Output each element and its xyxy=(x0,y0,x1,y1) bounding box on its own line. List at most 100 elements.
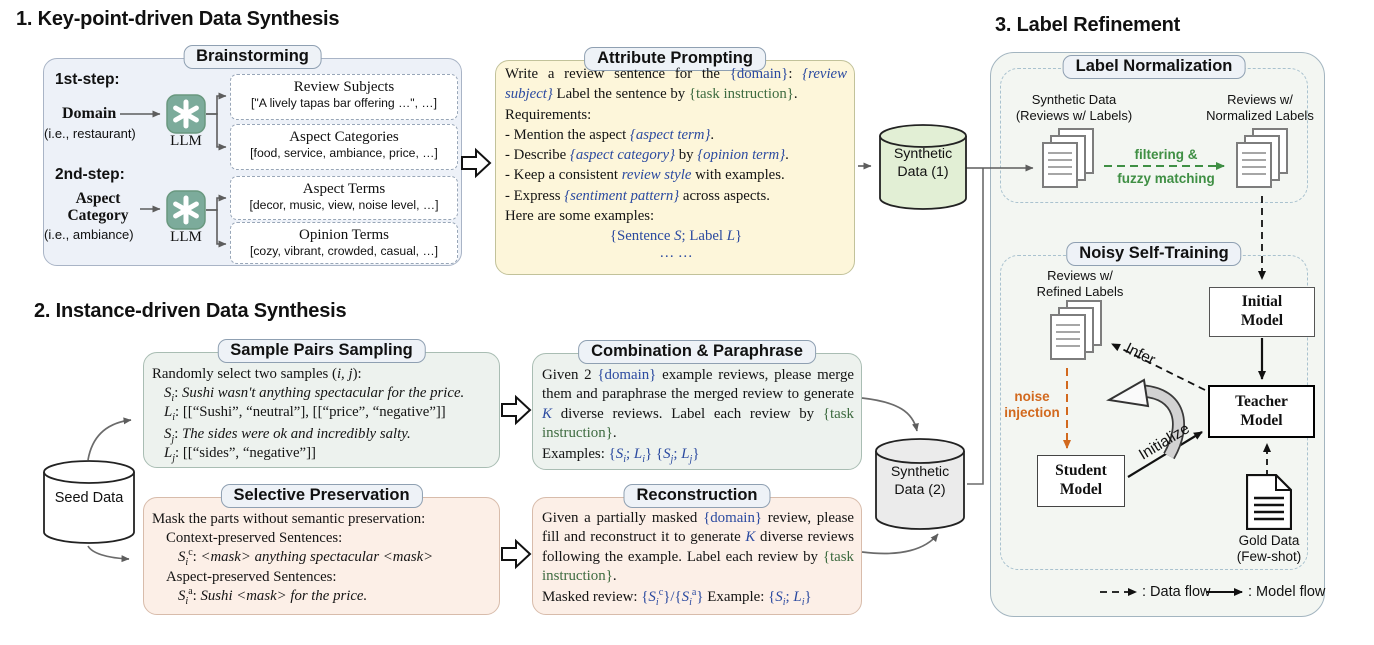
gold-data-document-icon xyxy=(1246,474,1292,530)
output-title: Aspect Terms xyxy=(302,181,386,197)
prompt-line: Sj: The sides were ok and incredibly sal… xyxy=(164,426,411,446)
seed-data-cylinder xyxy=(43,460,135,544)
reconstruction-badge: Reconstruction xyxy=(623,484,771,508)
output-title: Opinion Terms xyxy=(299,227,389,243)
attribute-prompting-badge: Attribute Prompting xyxy=(584,47,766,71)
section1-title: 1. Key-point-driven Data Synthesis xyxy=(16,8,340,30)
prompt-line: - Describe {aspect category} by {opinion… xyxy=(505,147,789,164)
prompt-line: Sic: <mask> anything spectacular <mask> xyxy=(178,547,434,569)
selective-preservation-text: Mask the parts without semantic preserva… xyxy=(152,510,496,606)
prompt-line: Randomly select two samples (i, j): xyxy=(152,366,362,382)
reconstruction-text: Given a partially masked {domain} review… xyxy=(542,509,854,607)
arrow-seed-to-sample xyxy=(87,417,132,461)
norm-right-caption: Reviews w/ Normalized Labels xyxy=(1206,92,1314,123)
prompt-line: Context-preserved Sentences: xyxy=(166,530,343,547)
prompt-line: Mask the parts without semantic preserva… xyxy=(152,511,426,527)
domain-example: (i.e., restaurant) xyxy=(44,126,136,141)
output-title: Review Subjects xyxy=(293,79,395,95)
label-normalization-badge: Label Normalization xyxy=(1062,55,1246,79)
aspect-categories-output: Aspect Categories [food, service, ambian… xyxy=(230,124,458,170)
output-list: ["A lively tapas bar offering …", …] xyxy=(251,96,437,110)
documents-stack-icon xyxy=(1050,300,1102,360)
sample-pairs-badge: Sample Pairs Sampling xyxy=(217,339,426,363)
sample-pairs-text: Randomly select two samples (i, j): Si: … xyxy=(152,365,496,465)
prompt-line: - Keep a consistent review style with ex… xyxy=(505,167,785,184)
prompt-line: Examples: {Si; Li} {Sj; Lj} xyxy=(542,445,700,465)
refined-docs-caption: Reviews w/ Refined Labels xyxy=(1036,268,1124,299)
synthetic-data1-label-2: Data (1) xyxy=(897,164,949,180)
prompt-line: Requirements: xyxy=(505,106,592,123)
prompt-line: Here are some examples: xyxy=(505,208,655,225)
openai-logo-glyph xyxy=(173,195,199,225)
output-list: [cozy, vibrant, crowded, casual, …] xyxy=(249,244,439,258)
legend-data-flow-label: : Data flow xyxy=(1142,584,1211,600)
opinion-terms-output: Opinion Terms [cozy, vibrant, crowded, c… xyxy=(230,222,458,264)
student-model-box: Student Model xyxy=(1037,455,1125,507)
gold-data-caption: Gold Data (Few-shot) xyxy=(1236,533,1302,565)
prompt-line: - Express {sentiment pattern} across asp… xyxy=(505,187,770,204)
step1-label: 1st-step: xyxy=(55,71,120,88)
documents-stack-icon xyxy=(1236,128,1288,188)
arrow-seed-to-selective xyxy=(87,545,130,563)
noisy-self-training-box: Noisy Self-Training xyxy=(1000,242,1308,570)
synthetic-data2-cylinder xyxy=(875,438,965,530)
output-list: [food, service, ambiance, price, …] xyxy=(250,146,438,160)
section3-title: 3. Label Refinement xyxy=(995,14,1181,36)
combination-paraphrase-badge: Combination & Paraphrase xyxy=(578,340,816,364)
prompt-line: Write a review sentence for the {domain}… xyxy=(505,66,847,103)
attribute-prompt-text: Write a review sentence for the {domain}… xyxy=(505,64,847,261)
teacher-model-box: Teacher Model xyxy=(1208,385,1315,438)
documents-stack-icon xyxy=(1042,128,1094,188)
prompt-line: Si: Sushi wasn't anything spectacular fo… xyxy=(164,384,465,404)
reconstruction-box: Reconstruction xyxy=(532,484,862,615)
seed-data-label: Seed Data xyxy=(54,490,124,506)
block-arrow-icon-2 xyxy=(501,394,532,426)
arrow-combination-to-synthetic2 xyxy=(861,397,919,432)
review-subjects-output: Review Subjects ["A lively tapas bar off… xyxy=(230,74,458,120)
combination-text: Given 2 {domain} example reviews, please… xyxy=(542,366,854,464)
llm-icon xyxy=(166,94,206,134)
llm-label-1: LLM xyxy=(170,133,202,149)
prompt-line: - Mention the aspect {aspect term}. xyxy=(505,126,715,143)
output-title: Aspect Categories xyxy=(289,129,399,145)
prompt-line: Lj: [[“sides”, “negative”]] xyxy=(164,445,316,465)
prompt-line: {Sentence S; Label L} xyxy=(609,228,743,245)
aspect-label-line2: Category xyxy=(67,207,129,224)
llm-label-2: LLM xyxy=(170,229,202,245)
domain-label: Domain xyxy=(62,105,117,122)
legend-model-flow-label: : Model flow xyxy=(1248,584,1326,600)
connector-synthetic2-up xyxy=(967,168,984,485)
prompt-line: Given a partially masked {domain} review… xyxy=(542,510,855,585)
prompt-line: Given 2 {domain} example reviews, please… xyxy=(542,367,855,442)
selective-preservation-badge: Selective Preservation xyxy=(220,484,423,508)
output-list: [decor, music, view, noise level, …] xyxy=(249,198,439,212)
step2-label: 2nd-step: xyxy=(55,166,125,183)
prompt-line: Masked review: {Sic}/{Sia} Example: {Si;… xyxy=(542,586,812,608)
prompt-line: Sia: Sushi <mask> for the price. xyxy=(178,585,368,607)
norm-left-caption: Synthetic Data (Reviews w/ Labels) xyxy=(1015,92,1133,123)
filtering-label: filtering & xyxy=(1134,147,1198,162)
noise-injection-label: noise injection xyxy=(1004,389,1060,421)
synthetic-data1-label-1: Synthetic xyxy=(893,146,953,162)
section2-title: 2. Instance-driven Data Synthesis xyxy=(34,300,347,322)
prompt-line: Li: [[“Sushi”, “neutral”], [[“price”, “n… xyxy=(164,403,446,423)
synthetic-data1-cylinder xyxy=(879,124,967,210)
prompt-line: Aspect-preserved Sentences: xyxy=(166,568,337,585)
noisy-self-training-badge: Noisy Self-Training xyxy=(1066,242,1242,266)
aspect-example: (i.e., ambiance) xyxy=(44,227,134,242)
fuzzy-matching-label: fuzzy matching xyxy=(1117,171,1215,186)
brainstorming-badge: Brainstorming xyxy=(183,45,322,69)
selective-preservation-box: Selective Preservation xyxy=(143,484,500,615)
sample-pairs-box: Sample Pairs Sampling xyxy=(143,339,500,468)
attribute-prompting-box: Attribute Prompting xyxy=(495,47,855,275)
arrow-reconstruction-to-synthetic2 xyxy=(861,533,939,555)
combination-paraphrase-box: Combination & Paraphrase xyxy=(532,340,862,470)
openai-logo-glyph xyxy=(173,99,199,129)
block-arrow-icon-3 xyxy=(501,538,532,570)
synthetic-data2-label-1: Synthetic xyxy=(890,464,950,480)
aspect-terms-output: Aspect Terms [decor, music, view, noise … xyxy=(230,176,458,220)
prompt-line: … … xyxy=(659,244,693,261)
initial-model-box: Initial Model xyxy=(1209,287,1315,337)
block-arrow-icon-1 xyxy=(461,147,492,179)
